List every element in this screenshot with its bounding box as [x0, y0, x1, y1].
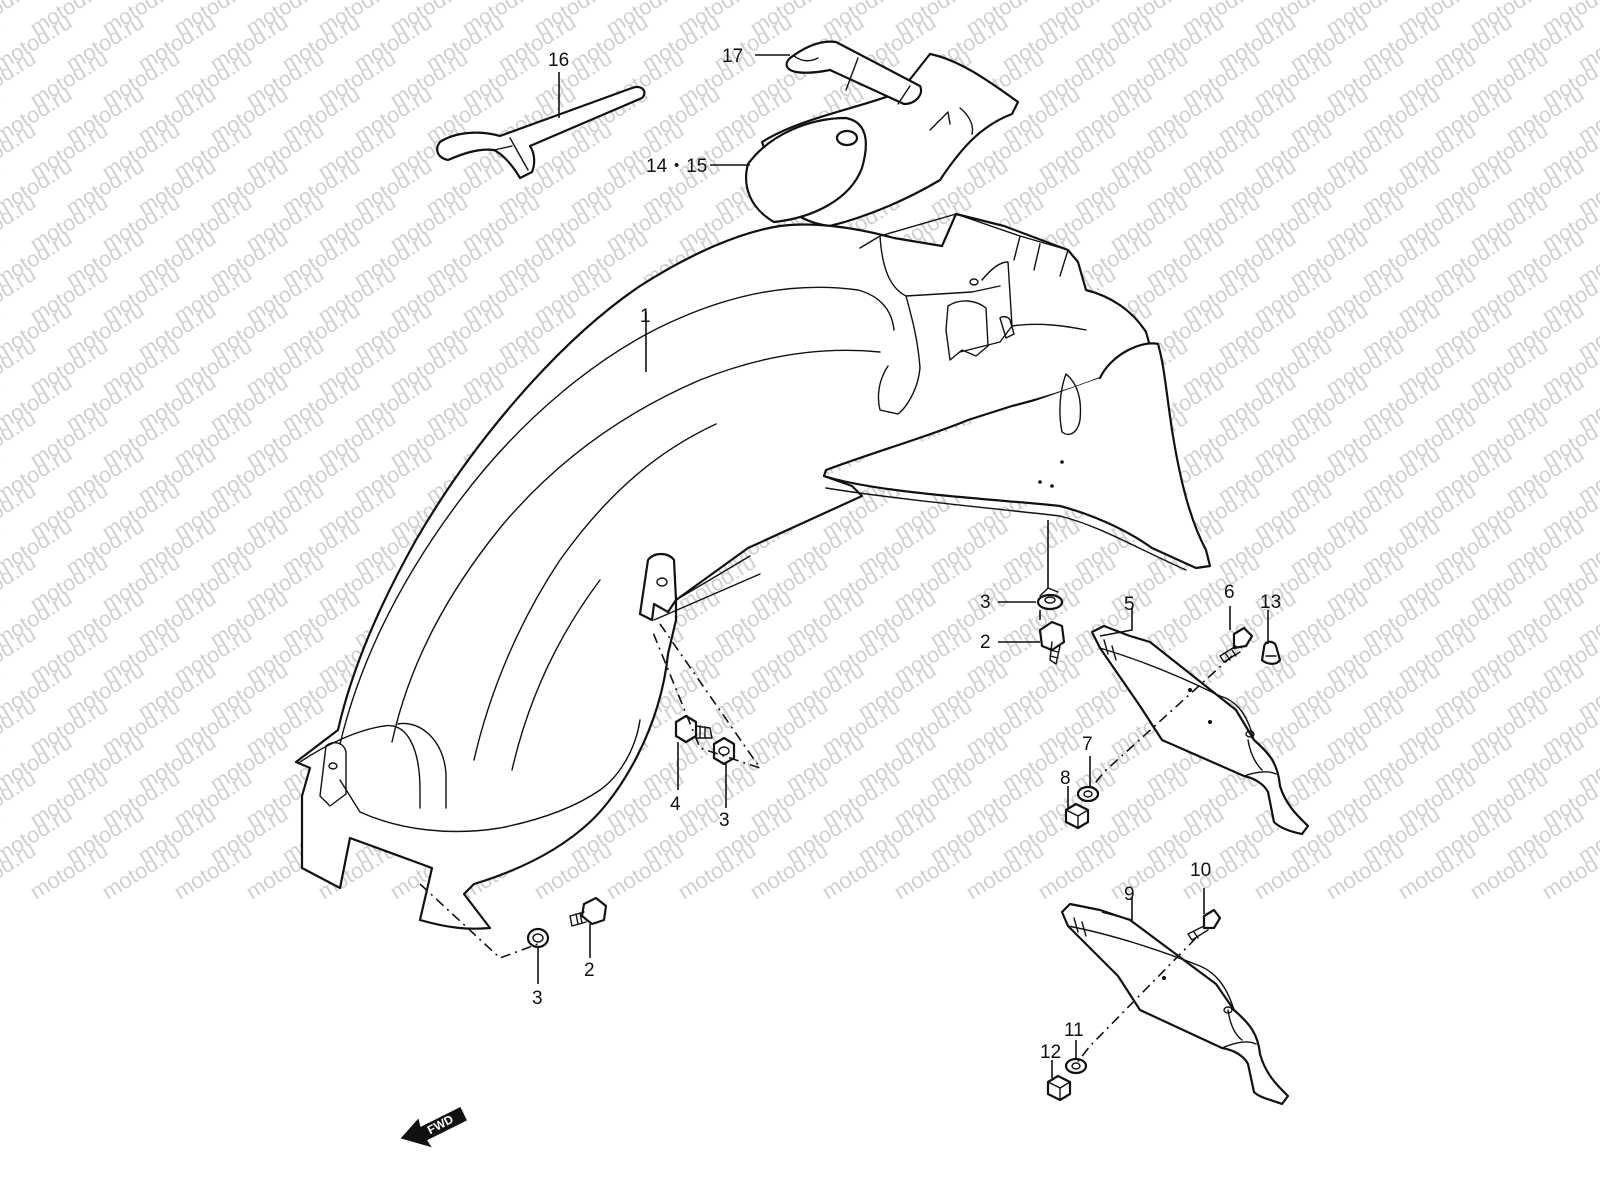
callout-3-low: 3 [532, 988, 543, 1009]
bolt-2-rear [1038, 620, 1066, 665]
bolt-2-low [569, 896, 608, 927]
callout-labels: 16 17 14・15 1 3 2 5 6 13 7 8 4 3 3 2 9 1… [532, 46, 1281, 1063]
leader-lines [537, 54, 1269, 1078]
callout-3-mid: 3 [719, 810, 730, 831]
watermark-text: motod.ru [1573, 0, 1600, 4]
assembly-lines [419, 610, 1233, 1065]
callout-5: 5 [1124, 594, 1135, 615]
nut-3-rear [1036, 587, 1064, 611]
bolt-4 [674, 714, 713, 744]
rear-fender [294, 212, 1212, 930]
nut-12 [1046, 1074, 1072, 1102]
washer-11 [1064, 1057, 1088, 1075]
callout-1: 1 [640, 306, 651, 327]
callout-13: 13 [1260, 592, 1281, 613]
callout-12: 12 [1040, 1042, 1061, 1063]
callout-16: 16 [548, 50, 569, 71]
callout-6: 6 [1224, 582, 1235, 603]
fwd-direction-badge: FWD [400, 1106, 468, 1148]
callout-11: 11 [1064, 1020, 1084, 1041]
nut-3-low [526, 927, 550, 949]
clip-13 [1260, 640, 1282, 665]
washer-7 [1076, 785, 1100, 803]
callout-7: 7 [1082, 734, 1093, 755]
mud-flap-5 [1090, 624, 1310, 836]
callout-2-low: 2 [584, 960, 595, 981]
callout-8: 8 [1060, 768, 1071, 789]
nut-8 [1064, 802, 1090, 830]
bolt-6 [1219, 626, 1254, 663]
tool-bag [744, 40, 1020, 228]
callout-2-rear: 2 [980, 632, 991, 653]
callout-14-15: 14・15 [646, 156, 707, 177]
callout-4: 4 [670, 794, 681, 815]
bolt-10 [1187, 908, 1222, 941]
callout-9: 9 [1124, 884, 1135, 905]
callout-17: 17 [722, 46, 743, 67]
callout-3-rear: 3 [980, 592, 991, 613]
nut-3-mid [712, 736, 736, 766]
tool-wrench [436, 85, 646, 180]
mud-flap-9 [1060, 902, 1290, 1106]
callout-10: 10 [1190, 860, 1211, 881]
